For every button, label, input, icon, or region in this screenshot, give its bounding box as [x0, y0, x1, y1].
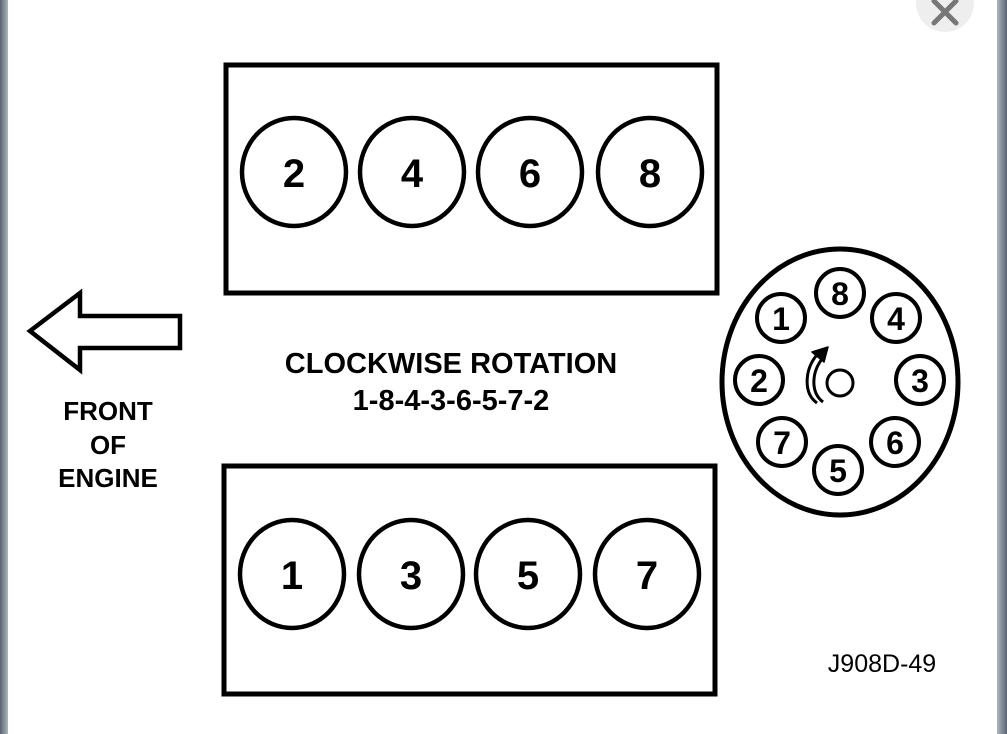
cylinder-circle: [237, 517, 347, 631]
cylinder-circle: [592, 517, 702, 631]
cylinder-number: 4: [401, 152, 424, 196]
firing-order-text: 1-8-4-3-6-5-7-2: [353, 385, 550, 417]
cylinder-circle: [475, 115, 585, 229]
curved-arrow-icon: [805, 346, 829, 405]
distributor-terminal-circle: [814, 267, 866, 319]
distributor-terminal-circle: [870, 292, 922, 344]
cylinder: 5: [473, 517, 583, 631]
distributor-terminal: 3: [894, 354, 946, 406]
cylinder-circle: [239, 115, 349, 229]
cylinder-circle: [473, 517, 583, 631]
distributor-terminal-number: 1: [772, 301, 790, 337]
cylinder-number: 3: [400, 554, 422, 598]
cylinder-bank-bottom-outline: [221, 463, 718, 697]
viewer-left-edge: [0, 0, 8, 734]
distributor-terminal: 5: [812, 444, 864, 496]
cylinder: 1: [237, 517, 347, 631]
distributor-cap: 8 4 3 6 5 7 2: [719, 246, 961, 518]
cylinder: 7: [592, 517, 702, 631]
close-button[interactable]: [916, 0, 974, 32]
distributor-terminal-circle: [894, 354, 946, 406]
viewer-right-edge: [997, 0, 1007, 734]
distributor-terminal-circle: [733, 354, 785, 406]
front-label-line-3: ENGINE: [58, 463, 158, 493]
distributor-terminal: 7: [756, 416, 808, 468]
distributor-terminal: 8: [814, 267, 866, 319]
distributor-terminal-number: 7: [773, 425, 791, 461]
rotation-title: CLOCKWISE ROTATION 1-8-4-3-6-5-7-2: [285, 348, 617, 417]
cylinder-bank-bottom: 1 3 5 7: [221, 463, 718, 697]
close-icon: [931, 0, 959, 26]
cylinder: 6: [475, 115, 585, 229]
front-of-engine-label: FRONT OF ENGINE: [58, 396, 158, 493]
rotation-title-line-1: CLOCKWISE ROTATION: [285, 348, 617, 380]
distributor-terminal: 4: [870, 292, 922, 344]
cylinder-bank-top: 2 4 6 8: [223, 62, 720, 296]
distributor-rotor: [825, 368, 855, 398]
left-arrow-icon: [26, 288, 183, 375]
cylinder-circle: [595, 115, 705, 229]
figure-id: J908D-49: [828, 650, 936, 678]
cylinder: 8: [595, 115, 705, 229]
cylinder-number: 2: [283, 152, 305, 196]
distributor-terminal-number: 5: [829, 453, 847, 489]
distributor-terminal: 2: [733, 354, 785, 406]
distributor-terminal: 6: [869, 416, 921, 468]
distributor-terminal-circle: [755, 292, 807, 344]
distributor-terminal-number: 8: [831, 276, 849, 312]
distributor-cap-outline: [719, 246, 961, 518]
cylinder-number: 7: [636, 554, 658, 598]
distributor-terminal-circle: [756, 416, 808, 468]
distributor-terminal-number: 4: [887, 301, 905, 337]
distributor-terminal-number: 6: [886, 425, 904, 461]
distributor-terminal-circle: [869, 416, 921, 468]
cylinder: 4: [357, 115, 467, 229]
distributor-terminal-circle: [812, 444, 864, 496]
distributor-terminal: 1: [755, 292, 807, 344]
cylinder-number: 6: [519, 152, 541, 196]
cylinder: 3: [356, 517, 466, 631]
cylinder-number: 5: [517, 554, 539, 598]
front-label-line-1: FRONT: [63, 396, 153, 426]
cylinder: 2: [239, 115, 349, 229]
distributor-terminal-number: 3: [911, 363, 929, 399]
cylinder-circle: [356, 517, 466, 631]
cylinder-circle: [357, 115, 467, 229]
cylinder-number: 8: [639, 152, 661, 196]
front-label-line-2: OF: [90, 430, 126, 460]
distributor-terminal-number: 2: [750, 363, 768, 399]
cylinder-number: 1: [281, 554, 303, 598]
cylinder-bank-top-outline: [223, 62, 720, 296]
